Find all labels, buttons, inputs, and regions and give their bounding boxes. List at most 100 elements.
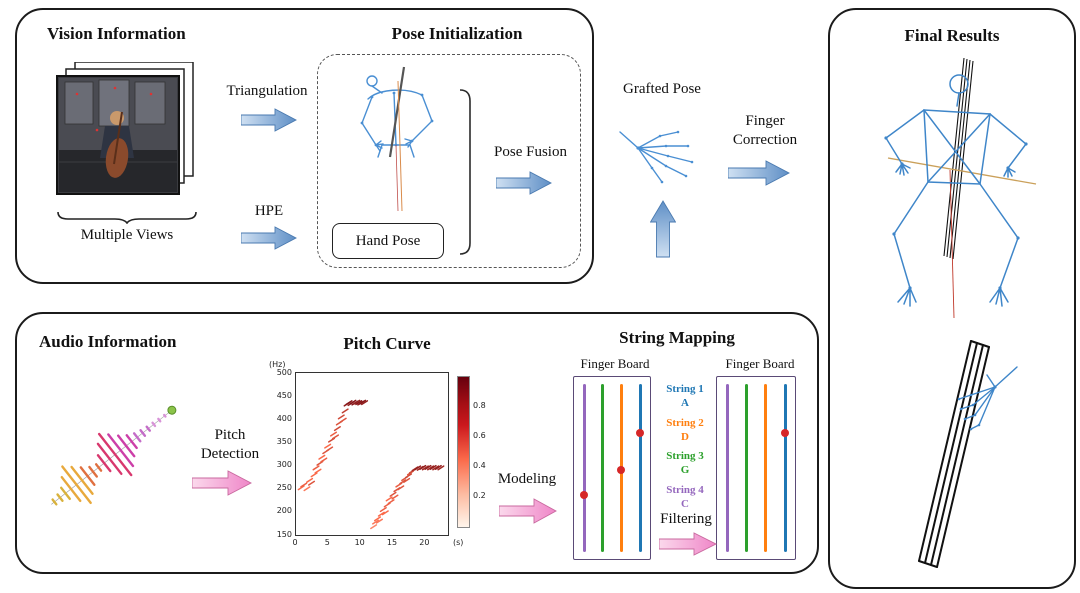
pitch-point <box>361 400 369 406</box>
hpe-label: HPE <box>254 203 284 219</box>
pitch-point <box>303 486 311 492</box>
pitch-point <box>341 408 349 414</box>
pitch-point <box>339 417 347 423</box>
grafted-hand-graphic <box>619 130 694 184</box>
pitch-point <box>404 473 413 479</box>
pitch-point <box>379 506 387 513</box>
pitch-point <box>403 477 411 483</box>
pitch-point <box>331 434 340 440</box>
fingerboard-right-label: Finger Board <box>725 356 795 371</box>
triangulation-arrow-icon <box>241 108 297 132</box>
pitch-point <box>359 399 367 405</box>
multiple-views-photos <box>56 62 194 195</box>
pitch-colorbar-gradient <box>457 376 470 528</box>
pitch-point <box>306 477 314 483</box>
pitch-point <box>300 482 308 488</box>
colorbar-tick-label: 0.6 <box>473 431 486 440</box>
modeling-label: Modeling <box>497 471 557 487</box>
pitch-point <box>429 464 437 470</box>
pitch-point <box>387 499 395 505</box>
hand-pose-label: Hand Pose <box>355 232 421 249</box>
vision-information-panel: Vision Information Pose Initialization M… <box>15 8 594 284</box>
multiple-views-label: Multiple Views <box>80 227 174 243</box>
vision-title: Vision Information <box>47 24 186 43</box>
board-string-line <box>725 384 729 552</box>
board-string-line <box>744 384 748 552</box>
pitch-detection-arrow-icon <box>192 470 252 496</box>
pitch-point <box>318 454 326 460</box>
string-mapping-title: String Mapping <box>619 328 735 347</box>
string-note: D <box>681 430 689 443</box>
colorbar-tick-label: 0.2 <box>473 491 486 500</box>
pitch-x-unit: (s) <box>453 538 464 547</box>
grafted-pose-label: Grafted Pose <box>623 81 701 97</box>
pitch-point <box>389 491 397 497</box>
pitch-point <box>381 510 389 516</box>
finger-position-dot <box>580 490 588 499</box>
pitch-scatter-points <box>297 399 445 530</box>
board-string-line <box>764 384 768 552</box>
hpe-arrow-icon <box>241 226 297 250</box>
pitch-point <box>373 516 382 522</box>
colorbar-tick-label: 0.4 <box>473 461 486 470</box>
audio-title: Audio Information <box>39 332 177 351</box>
pitch-point <box>329 431 338 437</box>
pitch-point <box>333 425 341 432</box>
filtering-arrow-icon <box>659 532 717 556</box>
pitch-y-tick-label: 150 <box>276 529 292 539</box>
pitch-point <box>314 468 322 474</box>
pitch-point <box>399 479 407 485</box>
grouping-bracket-icon <box>459 89 471 255</box>
pitch-detection-label: Pitch Detection <box>200 427 260 462</box>
finger-correction-arrow-icon <box>728 160 790 186</box>
modeling-arrow-icon <box>499 498 557 524</box>
pitch-point <box>424 464 432 470</box>
pitch-curve-title: Pitch Curve <box>343 334 431 353</box>
pitch-point <box>310 472 318 478</box>
final-results-title: Final Results <box>904 26 1000 45</box>
pitch-point <box>419 464 427 470</box>
pitch-point <box>377 511 385 517</box>
triangulation-label: Triangulation <box>226 83 308 99</box>
pitch-y-unit: (Hz) <box>269 360 286 369</box>
pitch-plot-frame <box>295 372 449 536</box>
pitch-point <box>297 485 305 491</box>
pitch-point <box>324 443 332 449</box>
pitch-x-tick-label: 5 <box>324 538 330 547</box>
pitch-x-tick-label: 0 <box>292 538 298 547</box>
pitch-point <box>397 485 405 491</box>
hand-pose-box: Hand Pose <box>332 223 444 259</box>
fingerboard-right <box>716 376 796 560</box>
finger-position-dot <box>617 465 626 474</box>
final-cellist-skeleton-graphic <box>884 57 1037 319</box>
pose-fusion-arrow-icon <box>496 171 552 195</box>
audio-information-panel: Audio Information <box>15 312 819 574</box>
pitch-y-tick-label: 350 <box>276 436 292 446</box>
pose-initialization-title: Pose Initialization <box>391 24 523 43</box>
filtering-label: Filtering <box>660 511 712 527</box>
pitch-y-tick-label: 250 <box>276 483 292 493</box>
pitch-point <box>307 480 316 486</box>
string-note: G <box>680 464 690 477</box>
string-name: String 1 <box>666 383 704 395</box>
pitch-point <box>434 464 442 470</box>
pitch-point <box>421 465 429 471</box>
pose-fusion-label: Pose Fusion <box>494 144 567 160</box>
fingerboard-left <box>573 376 651 560</box>
board-string-line <box>783 384 787 552</box>
body-skeleton-graphic <box>360 66 434 212</box>
board-string-line <box>638 384 642 552</box>
grafted-up-arrow-icon <box>650 200 676 258</box>
pitch-point <box>320 457 328 463</box>
pitch-point <box>385 496 393 502</box>
final-fingerboard-hand-graphic <box>918 340 1018 568</box>
pitch-y-tick-label: 450 <box>276 390 292 400</box>
pitch-point <box>391 494 399 500</box>
string-name: String 3 <box>666 450 704 463</box>
